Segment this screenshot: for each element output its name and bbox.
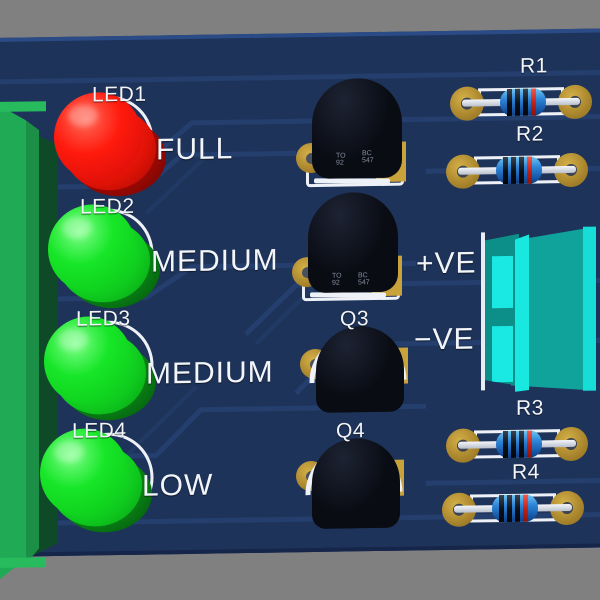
transistor-Q3 <box>300 307 426 415</box>
resistor-R3-body <box>496 430 542 459</box>
silkscreen-ref-R2: R2 <box>516 122 544 146</box>
resistor-R3-band-3 <box>519 430 524 458</box>
resistor-R1-band-2 <box>515 88 520 116</box>
transistor-Q1-lead <box>314 178 390 184</box>
resistor-R4-band-1 <box>499 495 504 523</box>
resistor-R4-body <box>492 494 538 523</box>
screw-terminal-face <box>485 234 519 387</box>
resistor-R4 <box>442 485 584 533</box>
transistor-Q2-lead <box>310 292 386 298</box>
pcb-board: LED1 LED2 LED3 LED4 FULL MEDIUM MEDIUM L… <box>0 28 600 557</box>
resistor-R3-band-4 <box>527 430 532 458</box>
screw-terminal-edge-highlight <box>515 230 529 392</box>
silkscreen-label-low: LOW <box>142 468 214 503</box>
screw-terminal-right-highlight <box>583 226 596 391</box>
silkscreen-ref-R1: R1 <box>520 54 548 78</box>
silkscreen-label-full: FULL <box>156 132 234 167</box>
silkscreen-label-negative: −VE <box>414 322 475 357</box>
led-LED3 <box>44 315 160 423</box>
silkscreen-label-medium-lower: MEDIUM <box>146 355 274 391</box>
resistor-R4-band-3 <box>515 494 520 522</box>
resistor-R4-band-2 <box>507 494 512 522</box>
led-LED1 <box>54 91 170 199</box>
led-LED4 <box>40 427 156 535</box>
resistor-R3-band-1 <box>503 430 508 459</box>
resistor-R2-band-1 <box>503 156 508 185</box>
transistor-Q4 <box>296 419 422 531</box>
silkscreen-ref-LED4: LED4 <box>72 418 127 443</box>
transistor-Q3-body <box>316 325 404 413</box>
resistor-R2-body <box>496 156 542 185</box>
led-LED2 <box>48 203 164 311</box>
resistor-R1-band-4 <box>531 88 536 116</box>
transistor-Q1-body <box>312 77 402 180</box>
silkscreen-ref-LED1: LED1 <box>92 82 147 107</box>
silkscreen-ref-Q4: Q4 <box>336 419 366 443</box>
transistor-Q4-body <box>312 437 400 530</box>
silkscreen-label-positive: +VE <box>416 246 477 281</box>
resistor-R4-band-4 <box>523 494 528 522</box>
silkscreen-ref-R3: R3 <box>516 396 544 420</box>
silkscreen-label-medium-upper: MEDIUM <box>151 243 279 279</box>
resistor-R3-band-2 <box>511 430 516 458</box>
resistor-R2 <box>446 147 588 195</box>
resistor-R2-band-4 <box>527 156 532 184</box>
silkscreen-ref-R4: R4 <box>512 460 540 484</box>
silkscreen-ref-LED3: LED3 <box>76 306 131 331</box>
resistor-R1-band-1 <box>507 88 512 116</box>
resistor-R1 <box>450 79 592 127</box>
screw-terminal-slot-positive <box>492 256 513 308</box>
resistor-R1-body <box>500 88 546 117</box>
screw-terminal-silkscreen <box>481 232 485 391</box>
screw-terminal-block <box>481 226 596 393</box>
green-header-bottom-lip <box>0 557 46 568</box>
silkscreen-ref-Q3: Q3 <box>340 307 370 331</box>
resistor-R2-band-3 <box>519 156 524 184</box>
resistor-R1-band-3 <box>523 88 528 116</box>
silkscreen-ref-LED2: LED2 <box>80 194 135 219</box>
screw-terminal-slot-negative <box>492 326 513 382</box>
resistor-R2-band-2 <box>511 156 516 184</box>
transistor-Q2-body <box>308 191 398 294</box>
